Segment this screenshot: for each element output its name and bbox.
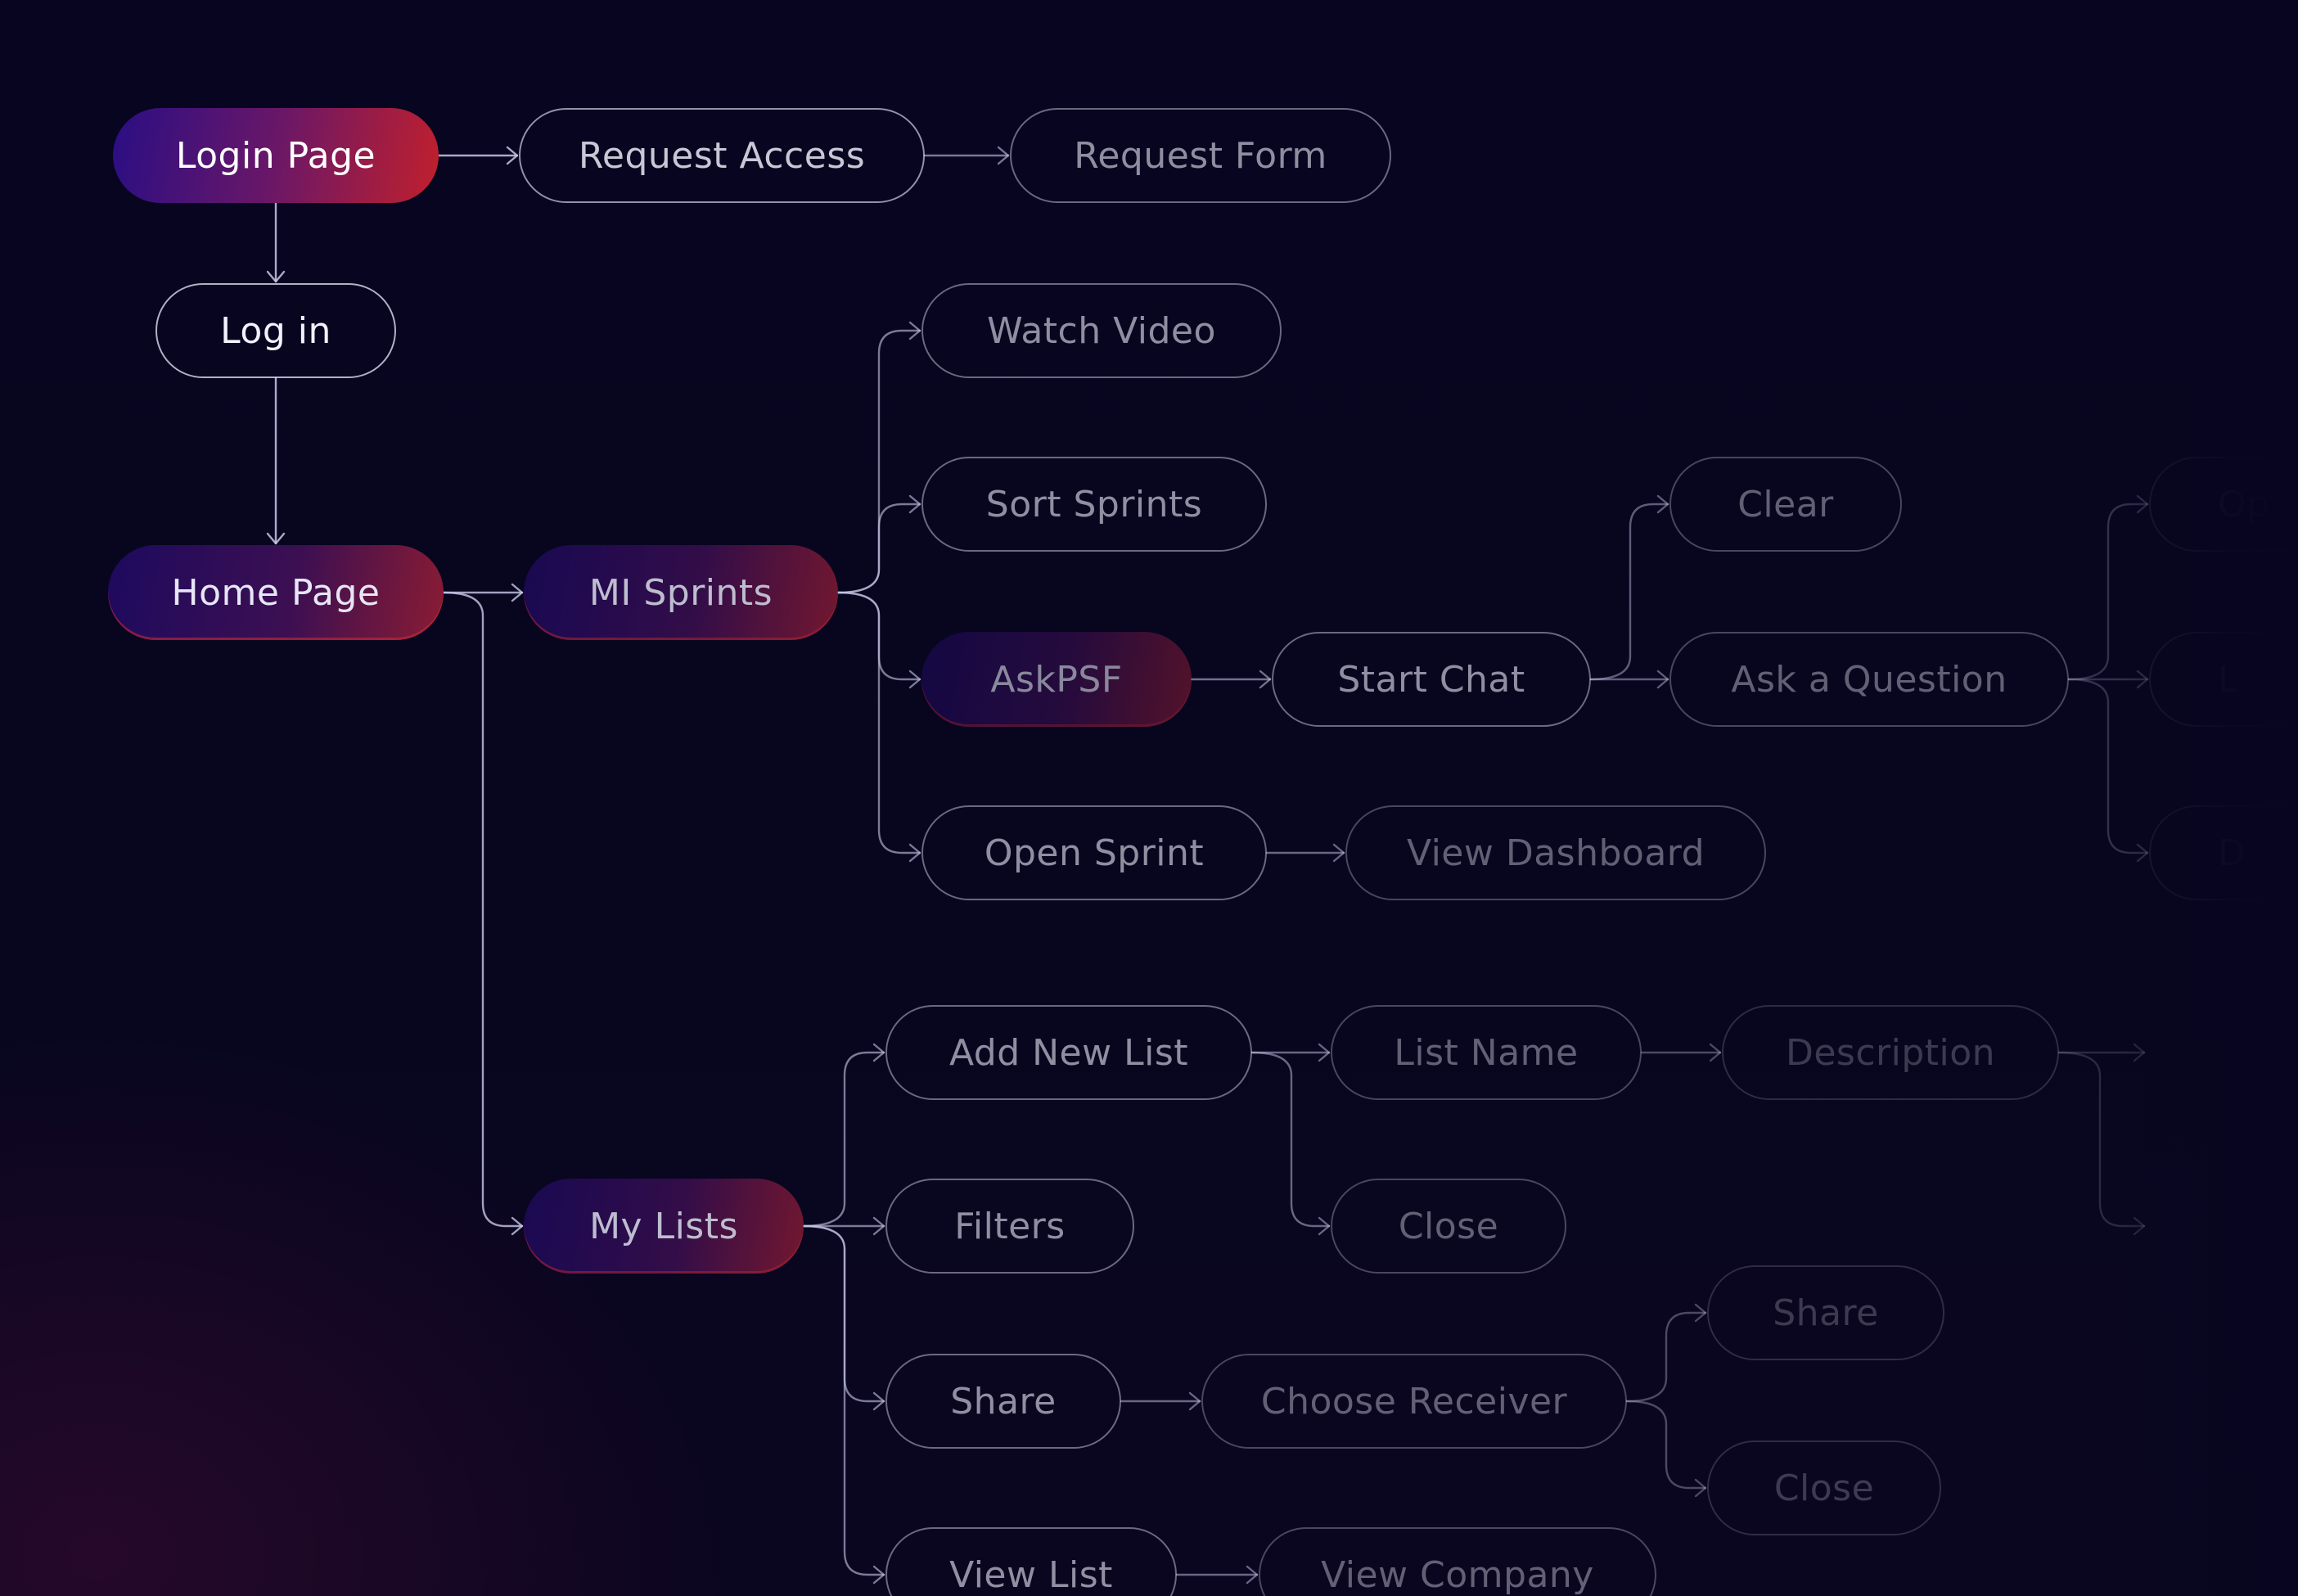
node-choose-receiver[interactable]: Choose Receiver: [1201, 1354, 1627, 1449]
edge-askpsf-chat-arrow: [1259, 670, 1272, 689]
edge-mi-open-arrow: [908, 843, 921, 863]
node-login-page[interactable]: Login Page: [113, 108, 439, 203]
node-clear[interactable]: Clear: [1669, 457, 1902, 552]
edge-chat-ask-arrow: [1656, 670, 1669, 689]
node-my-lists[interactable]: My Lists: [524, 1179, 804, 1274]
edge-mi-open: [836, 591, 921, 854]
node-open-sprint[interactable]: Open Sprint: [921, 805, 1267, 900]
edge-desc-off2: [2057, 1051, 2146, 1228]
edge-receiver-close-arrow: [1694, 1478, 1707, 1498]
node-home-page[interactable]: Home Page: [108, 545, 444, 640]
node-sort-sprints[interactable]: Sort Sprints: [921, 457, 1267, 552]
node-mi-sprints[interactable]: MI Sprints: [524, 545, 838, 640]
node-view-list[interactable]: View List: [885, 1527, 1177, 1596]
edge-ask-off1: [2067, 503, 2149, 681]
node-close-list[interactable]: Close: [1331, 1179, 1566, 1274]
edge-lists-filters-arrow: [872, 1216, 885, 1236]
edge-add-close-arrow: [1318, 1216, 1331, 1236]
edge-viewlist-company-arrow: [1246, 1565, 1259, 1585]
node-watch-video[interactable]: Watch Video: [921, 283, 1282, 378]
node-log-in[interactable]: Log in: [155, 283, 396, 378]
edge-home-misprints-arrow: [511, 583, 524, 602]
edge-request-form-arrow: [997, 146, 1010, 165]
edge-ask-off3: [2067, 678, 2149, 854]
edge-mi-sort: [836, 503, 921, 594]
node-share-receiver[interactable]: Share: [1707, 1265, 1944, 1360]
edge-lists-share-arrow: [872, 1391, 885, 1411]
node-view-company[interactable]: View Company: [1259, 1527, 1656, 1596]
edge-name-desc-arrow: [1709, 1043, 1722, 1062]
node-share[interactable]: Share: [885, 1354, 1121, 1449]
node-request-access[interactable]: Request Access: [519, 108, 925, 203]
node-add-new-list[interactable]: Add New List: [885, 1005, 1252, 1100]
edge-lists-view: [802, 1224, 885, 1576]
edge-mi-sort-arrow: [908, 494, 921, 514]
edge-chat-clear: [1589, 503, 1669, 681]
node-ask-a-question[interactable]: Ask a Question: [1669, 632, 2069, 727]
node-close-receiver[interactable]: Close: [1707, 1440, 1941, 1535]
node-start-chat[interactable]: Start Chat: [1272, 632, 1591, 727]
edge-login-request-arrow: [506, 146, 519, 165]
node-offscreen-2[interactable]: L: [2149, 632, 2298, 727]
edge-receiver-share: [1625, 1311, 1707, 1403]
edge-receiver-share-arrow: [1694, 1303, 1707, 1323]
edge-home-mylists: [442, 591, 524, 1228]
edge-lists-add: [802, 1051, 885, 1228]
edge-chat-clear-arrow: [1656, 494, 1669, 514]
node-list-name[interactable]: List Name: [1331, 1005, 1642, 1100]
edge-home-mylists-arrow: [511, 1216, 524, 1236]
edge-add-name-arrow: [1318, 1043, 1331, 1062]
node-offscreen-3[interactable]: D: [2149, 805, 2298, 900]
edge-mi-askpsf-arrow: [908, 670, 921, 689]
node-view-dashboard[interactable]: View Dashboard: [1345, 805, 1766, 900]
node-request-form[interactable]: Request Form: [1010, 108, 1391, 203]
edge-login-home-arrow: [266, 532, 286, 545]
edge-lists-add-arrow: [872, 1043, 885, 1062]
edge-add-close: [1250, 1051, 1331, 1228]
node-offscreen-1[interactable]: Op: [2149, 457, 2298, 552]
edge-mi-watch-arrow: [908, 321, 921, 340]
edge-receiver-close: [1625, 1400, 1707, 1490]
edge-lists-view-arrow: [872, 1565, 885, 1585]
node-askpsf[interactable]: AskPSF: [921, 632, 1192, 727]
node-filters[interactable]: Filters: [885, 1179, 1134, 1274]
edge-share-receiver-arrow: [1188, 1391, 1201, 1411]
edge-login-login-arrow: [266, 270, 286, 283]
edge-open-dashboard-arrow: [1332, 843, 1345, 863]
node-description[interactable]: Description: [1722, 1005, 2059, 1100]
